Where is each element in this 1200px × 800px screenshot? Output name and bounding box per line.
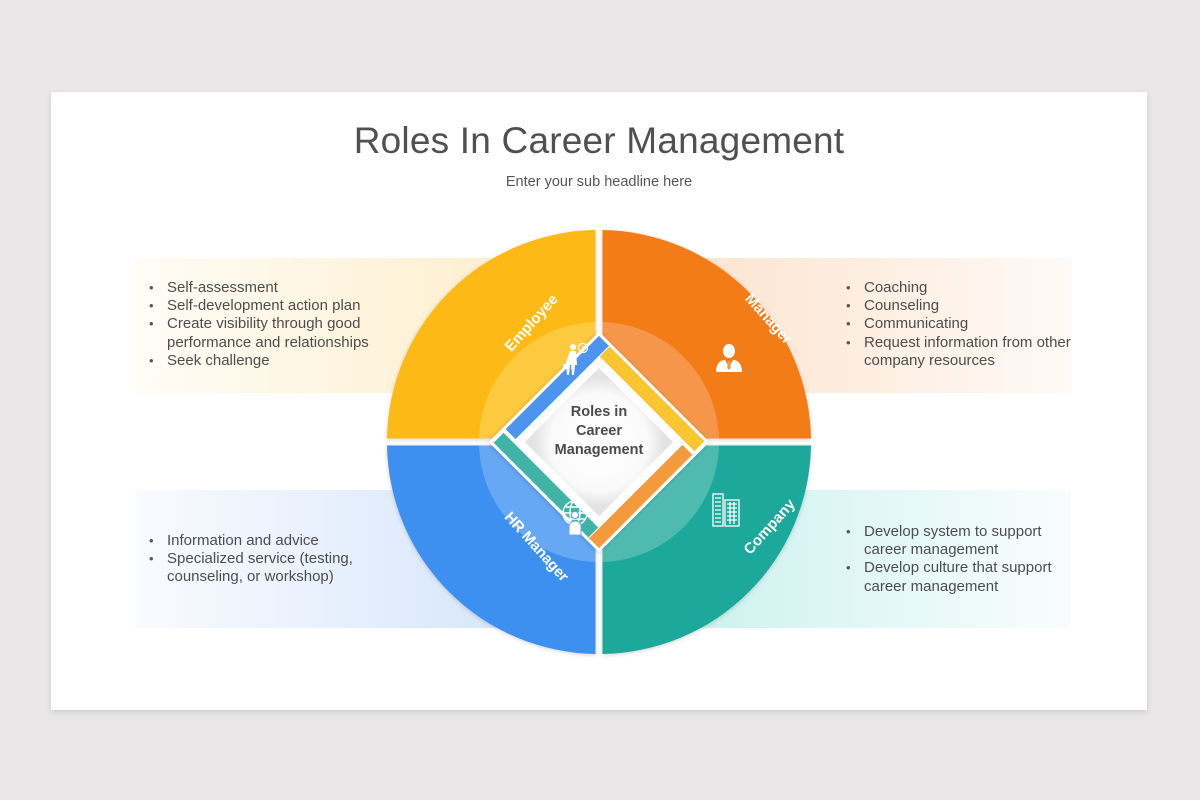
list-item: Develop system to support career managem… bbox=[842, 523, 1082, 559]
center-label: Roles in Career Management bbox=[554, 404, 644, 458]
list-item: Coaching bbox=[842, 279, 1072, 297]
office-buildings-icon bbox=[712, 493, 740, 527]
list-item: Self-assessment bbox=[145, 279, 390, 297]
list-item: Request information from other company r… bbox=[842, 334, 1072, 370]
list-item: Counseling bbox=[842, 297, 1072, 315]
company-bullet-list: Develop system to support career managem… bbox=[842, 523, 1082, 596]
slide: Roles In Career Management Enter your su… bbox=[51, 92, 1147, 710]
hr-manager-bullet-list: Information and advice Specialized servi… bbox=[145, 532, 375, 587]
list-item: Create visibility through good performan… bbox=[145, 315, 390, 351]
employee-bullet-list: Self-assessment Self-development action … bbox=[145, 279, 390, 370]
list-item: Self-development action plan bbox=[145, 297, 390, 315]
list-item: Develop culture that support career mana… bbox=[842, 559, 1082, 595]
global-person-icon bbox=[562, 500, 588, 536]
list-item: Seek challenge bbox=[145, 352, 390, 370]
list-item: Specialized service (testing, counseling… bbox=[145, 550, 375, 586]
list-item: Communicating bbox=[842, 315, 1072, 333]
businessman-clock-icon bbox=[563, 342, 589, 375]
slide-title: Roles In Career Management bbox=[353, 120, 845, 161]
list-item: Information and advice bbox=[145, 532, 375, 550]
manager-bullet-list: Coaching Counseling Communicating Reques… bbox=[842, 279, 1072, 370]
roles-circle-diagram: Employee Manager HR Manager Company bbox=[387, 226, 811, 658]
manager-person-icon bbox=[716, 344, 742, 372]
slide-subtitle: Enter your sub headline here bbox=[505, 174, 693, 190]
